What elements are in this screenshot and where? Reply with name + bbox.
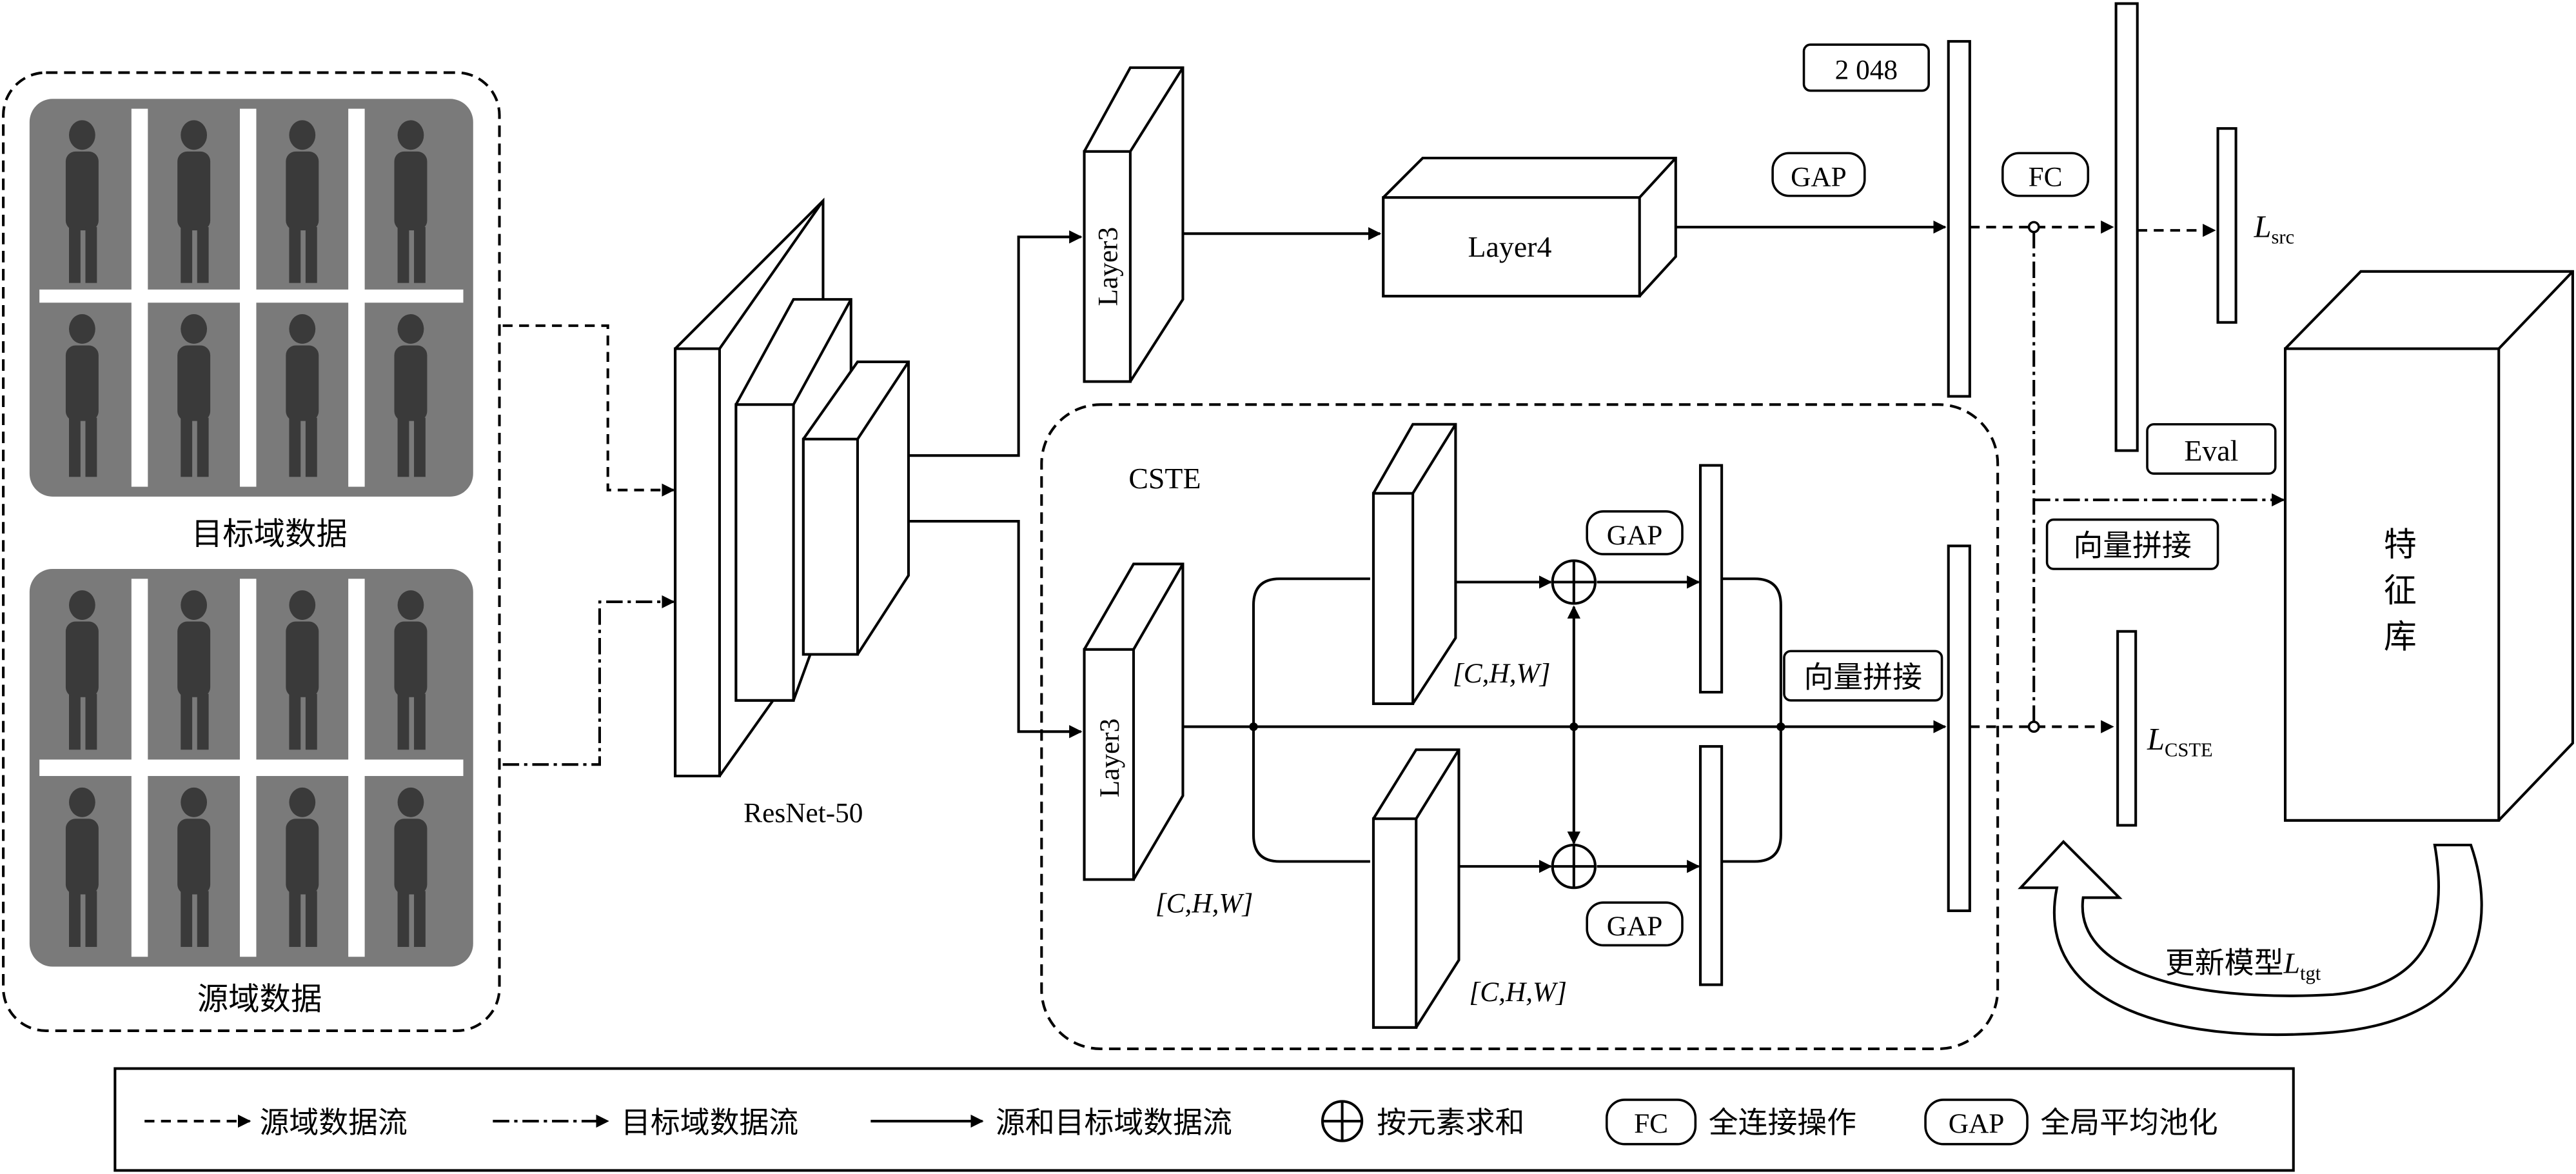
legend-fc-badge [1605, 1099, 1697, 1146]
layer4-label: Layer4 [1468, 230, 1552, 263]
cste-junction-dot [2027, 721, 2040, 733]
cste-layer3-label: Layer3 [1094, 719, 1125, 798]
fc-output-vector [2114, 2, 2139, 452]
cste-wiring [1183, 575, 1947, 873]
top-gap-badge [1771, 152, 1866, 197]
lcste-loss-label: LCSTE [2147, 722, 2213, 761]
legend-elementwise-sum: 按元素求和 [1377, 1105, 1524, 1140]
target-domain-images [29, 99, 473, 497]
feature-bank-char-2: 征 [2384, 572, 2417, 610]
fc-badge [2001, 152, 2090, 197]
cste-upper-block [1372, 423, 1457, 705]
cste-upper-gap-badge [1586, 510, 1684, 555]
legend-target-flow: 目标域数据流 [621, 1105, 798, 1140]
right-concat-box [2045, 518, 2219, 570]
legend-gap-symbol: GAP [1949, 1108, 2005, 1139]
target-domain-label: 目标域数据 [192, 516, 348, 552]
cste-feature-vector [1947, 544, 1971, 912]
cste-concat-box [1783, 650, 1943, 702]
cste-lower-gap-label: GAP [1607, 911, 1663, 942]
legend: 源域数据流 目标域数据流 源和目标域数据流 按元素求和 FC 全连接操作 GAP… [113, 1067, 2295, 1172]
cste-layer3-shape: [C,H,W] [1155, 888, 1254, 919]
cste-concat-label: 向量拼接 [1804, 659, 1922, 694]
legend-gap-desc: 全局平均池化 [2040, 1105, 2217, 1140]
dimension-box [1802, 43, 1930, 92]
top-gap-label: GAP [1791, 161, 1847, 192]
target-person-silhouettes [65, 120, 428, 477]
backbone-to-cste-layer3 [908, 520, 1083, 739]
eval-box [2146, 423, 2277, 475]
lcste-vector [2116, 630, 2138, 827]
cste-title: CSTE [1128, 462, 1201, 495]
source-flow-arrow [502, 595, 675, 766]
cste-merge-dot [1776, 722, 1785, 731]
cste-split-dot [1249, 722, 1258, 731]
input-panel: 目标域数据 源域数据 [2, 71, 501, 1032]
layer4-block [1382, 156, 1677, 298]
feature-bank-block [2283, 270, 2574, 822]
update-model-label: 更新模型Ltgt [2165, 946, 2321, 984]
legend-fc-symbol: FC [1634, 1108, 1668, 1139]
input-panel-border [2, 71, 501, 1032]
lsrc-vector [2216, 127, 2237, 324]
cste-lower-shape: [C,H,W] [1469, 977, 1567, 1008]
resnet50-label: ResNet-50 [743, 797, 863, 828]
top-feature-vector [1947, 40, 1971, 398]
backbone-to-top-layer3 [908, 230, 1083, 457]
cste-center-dot [1569, 722, 1578, 731]
right-concat-label: 向量拼接 [2073, 528, 2191, 563]
legend-sum-icon [1321, 1100, 1364, 1142]
eval-label: Eval [2184, 434, 2238, 467]
cste-module-border [1040, 403, 2000, 1050]
cste-lower-pooled-vector [1698, 745, 1724, 986]
source-person-silhouettes [65, 590, 428, 947]
cste-layer3-block [1083, 562, 1185, 881]
cste-lower-block [1372, 748, 1460, 1029]
legend-joint-flow: 源和目标域数据流 [996, 1105, 1232, 1140]
feature-bank-char-1: 特 [2384, 526, 2417, 564]
legend-gap-badge [1924, 1099, 2029, 1146]
legend-border [113, 1067, 2295, 1172]
legend-source-flow: 源域数据流 [260, 1105, 408, 1140]
source-domain-label: 源域数据 [197, 981, 322, 1017]
dimension-label: 2 048 [1835, 55, 1898, 86]
feature-bank-char-3: 库 [2384, 618, 2417, 656]
lsrc-loss-label: Lsrc [2254, 210, 2295, 248]
upper-sum-icon [1551, 559, 1597, 605]
cste-upper-pooled-vector [1698, 464, 1724, 694]
resnet50-block [674, 197, 910, 778]
fc-label: FC [2029, 161, 2063, 192]
cste-upper-gap-label: GAP [1607, 520, 1663, 551]
top-junction-dot [2027, 221, 2040, 234]
update-model-arrow [2018, 839, 2483, 1037]
cste-upper-shape: [C,H,W] [1453, 658, 1551, 689]
cste-lower-gap-badge [1586, 901, 1684, 947]
top-layer3-label: Layer3 [1093, 227, 1124, 306]
lower-sum-icon [1551, 843, 1597, 890]
legend-fc-desc: 全连接操作 [1709, 1105, 1856, 1140]
top-layer3-block [1083, 66, 1185, 383]
target-flow-arrow [502, 324, 675, 497]
source-domain-images [29, 568, 473, 967]
